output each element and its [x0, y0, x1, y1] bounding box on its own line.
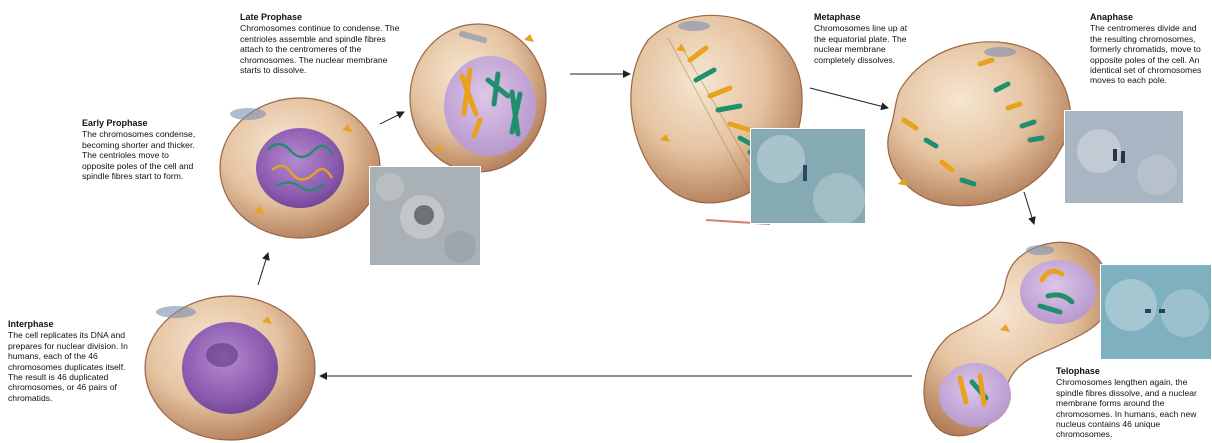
caption-interphase: Interphase The cell replicates its DNA a… [8, 319, 138, 403]
stage-title-metaphase: Metaphase [814, 12, 912, 22]
stage-text-anaphase: The centromeres divide and the resulting… [1090, 23, 1208, 85]
caption-telophase: Telophase Chromosomes lengthen again, th… [1056, 366, 1206, 440]
arrow-interphase-to-early-prophase [258, 253, 268, 285]
stage-text-metaphase: Chromosomes line up at the equatorial pl… [814, 23, 912, 65]
micrograph-metaphase-image [751, 129, 865, 223]
micrograph-metaphase [750, 128, 866, 224]
micrograph-anaphase-image [1065, 111, 1183, 203]
stage-title-anaphase: Anaphase [1090, 12, 1208, 22]
stage-text-interphase: The cell replicates its DNA and prepares… [8, 330, 138, 403]
stage-text-late-prophase: Chromosomes continue to condense. The ce… [240, 23, 410, 75]
arrow-metaphase-to-anaphase [810, 88, 888, 108]
late-prophase-cell [410, 24, 546, 172]
arrow-early-to-late-prophase [380, 112, 404, 124]
interphase-cell [145, 296, 315, 440]
caption-early-prophase: Early Prophase The chromosomes condense,… [82, 118, 202, 181]
caption-metaphase: Metaphase Chromosomes line up at the equ… [814, 12, 912, 65]
stage-title-early-prophase: Early Prophase [82, 118, 202, 128]
stage-text-telophase: Chromosomes lengthen again, the spindle … [1056, 377, 1206, 439]
stage-title-late-prophase: Late Prophase [240, 12, 410, 22]
micrograph-early-prophase [369, 166, 481, 266]
micrograph-anaphase [1064, 110, 1184, 204]
stage-text-early-prophase: The chromosomes condense, becoming short… [82, 129, 202, 181]
anaphase-cell [888, 42, 1071, 206]
micrograph-telophase [1100, 264, 1212, 360]
arrow-anaphase-to-telophase [1024, 192, 1034, 224]
micrograph-telophase-image [1101, 265, 1211, 359]
stage-title-telophase: Telophase [1056, 366, 1206, 376]
micrograph-early-prophase-image [370, 167, 480, 265]
caption-anaphase: Anaphase The centromeres divide and the … [1090, 12, 1208, 86]
caption-late-prophase: Late Prophase Chromosomes continue to co… [240, 12, 410, 75]
stage-title-interphase: Interphase [8, 319, 138, 329]
early-prophase-cell [220, 98, 380, 238]
